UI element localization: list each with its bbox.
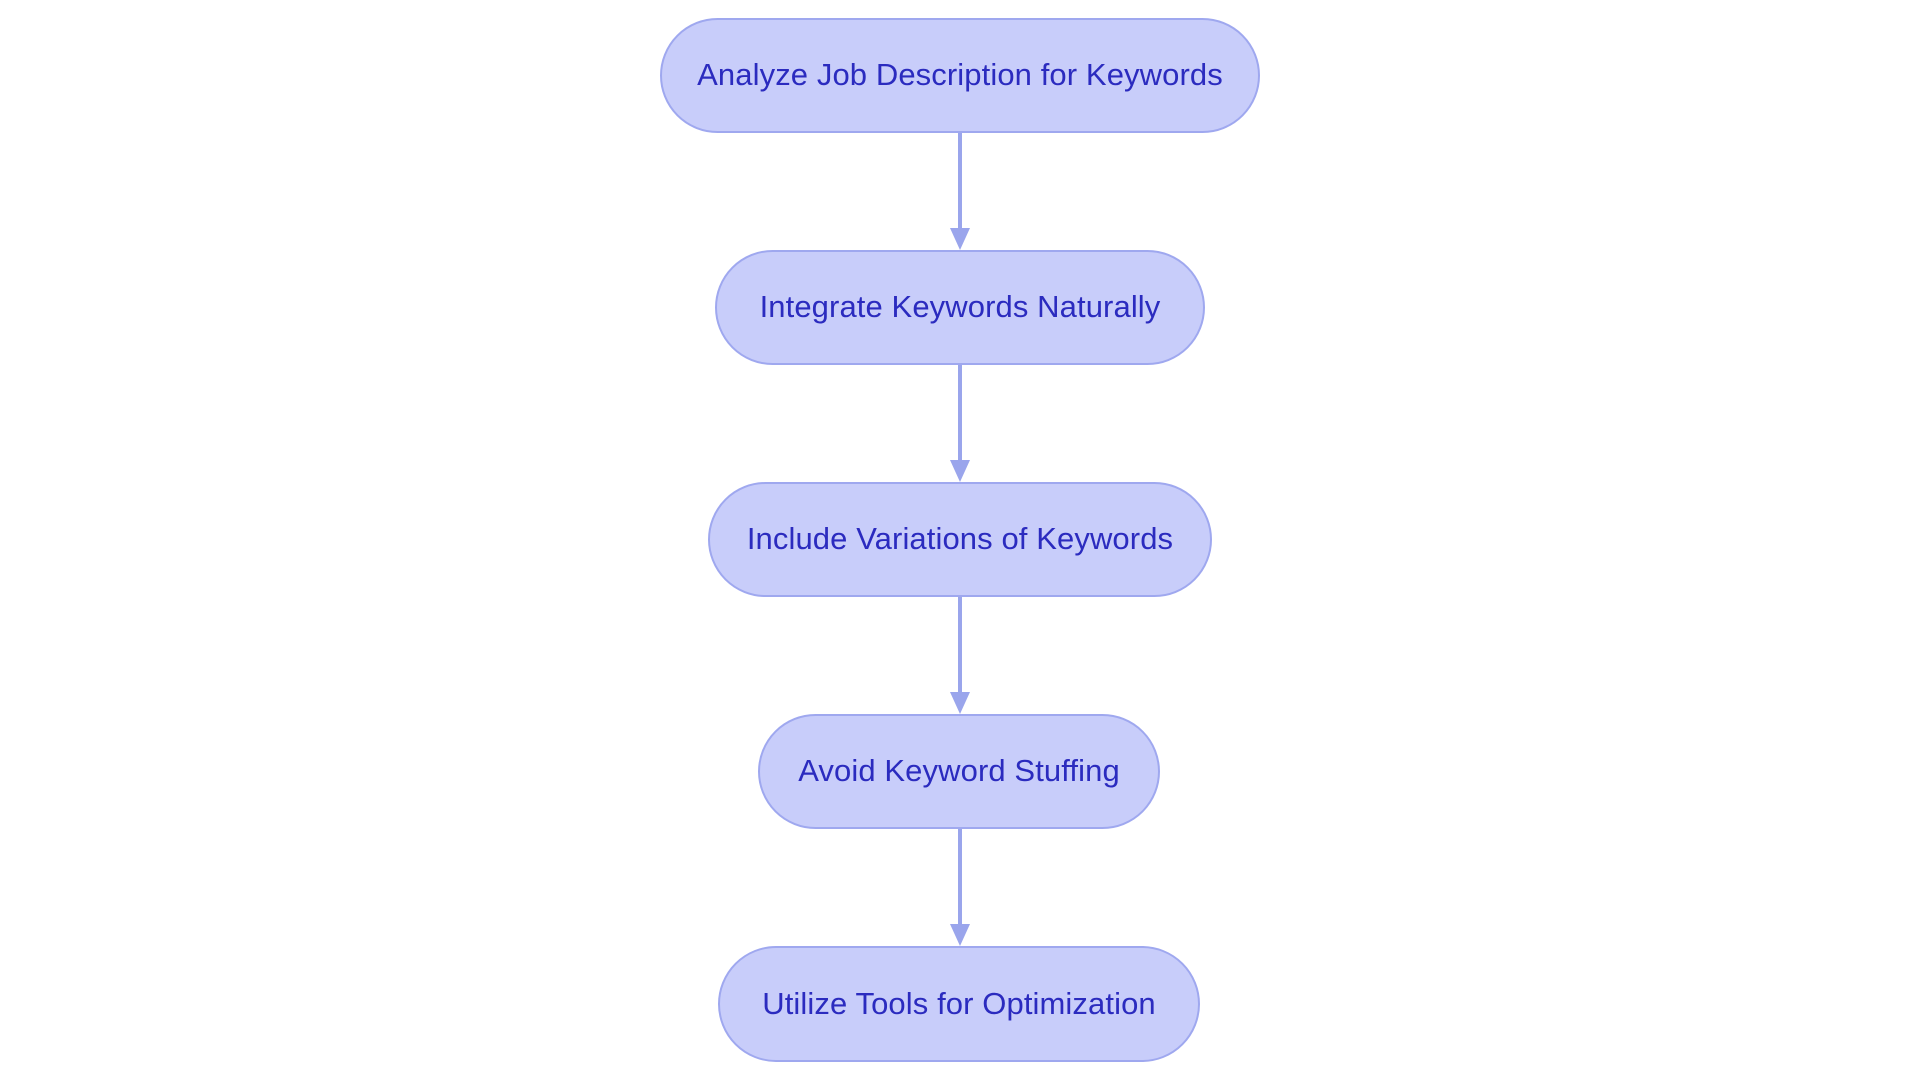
flow-node-label: Utilize Tools for Optimization — [762, 985, 1156, 1021]
flow-node-label: Integrate Keywords Naturally — [759, 289, 1161, 324]
flow-node-label: Avoid Keyword Stuffing — [798, 753, 1120, 788]
flow-node-integrate-keywords[interactable]: Integrate Keywords Naturally — [715, 250, 1205, 365]
flow-connector-4 — [942, 829, 978, 946]
down-arrow-icon — [950, 924, 970, 946]
flow-node-label: Analyze Job Description for Keywords — [697, 57, 1223, 92]
down-arrow-icon — [950, 460, 970, 482]
flow-connector-3 — [942, 597, 978, 714]
flow-connector-1 — [942, 133, 978, 250]
flow-node-avoid-keyword-stuffing[interactable]: Avoid Keyword Stuffing — [758, 714, 1160, 829]
down-arrow-icon — [950, 228, 970, 250]
flow-node-utilize-tools[interactable]: Utilize Tools for Optimization — [718, 946, 1200, 1062]
flow-node-analyze-job-description[interactable]: Analyze Job Description for Keywords — [660, 18, 1260, 133]
flow-node-label: Include Variations of Keywords — [746, 521, 1174, 556]
flow-connector-2 — [942, 365, 978, 482]
flow-node-include-variations[interactable]: Include Variations of Keywords — [708, 482, 1212, 597]
down-arrow-icon — [950, 692, 970, 714]
